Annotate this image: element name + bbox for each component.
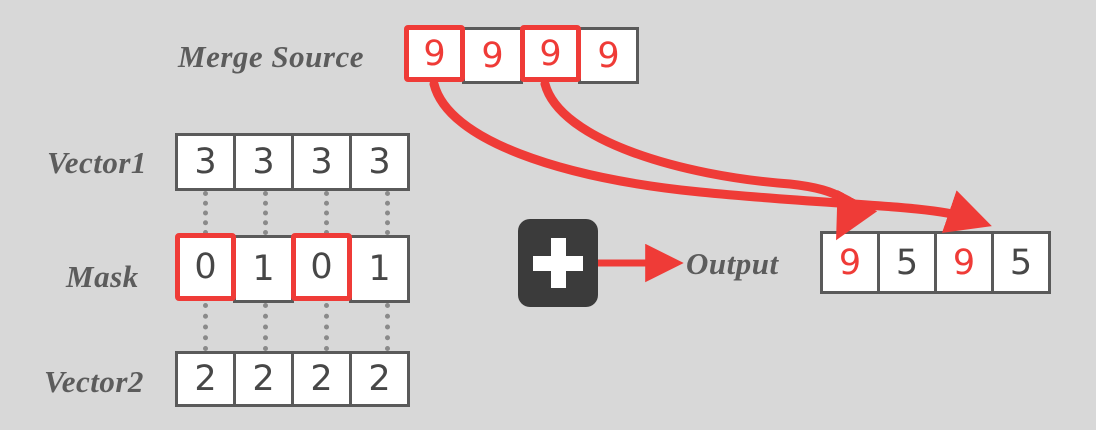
merge-source-label: Merge Source	[178, 39, 364, 74]
cell-value: 9	[952, 242, 976, 283]
mask-row: 0 1 0 1	[175, 233, 410, 303]
cell-value: 9	[597, 35, 620, 76]
vector2-cell[interactable]: 2	[175, 351, 236, 407]
vector2-cell[interactable]: 2	[233, 351, 294, 407]
vector1-cell[interactable]: 3	[349, 133, 410, 191]
cell-value: 5	[895, 242, 919, 283]
cell-value: 2	[194, 359, 217, 399]
vector1-label: Vector1	[47, 145, 147, 180]
cell-value: 9	[838, 242, 862, 283]
dotted-connector	[385, 191, 390, 235]
mask-cell[interactable]: 1	[233, 235, 294, 303]
output-label: Output	[686, 246, 779, 281]
cell-value: 0	[310, 247, 333, 287]
cell-value: 1	[368, 249, 391, 289]
plus-vertical-bar	[550, 238, 566, 288]
cell-value: 3	[194, 142, 217, 182]
vector1-row: 3 3 3 3	[175, 133, 410, 191]
cell-value: 3	[368, 142, 391, 182]
dotted-connector	[263, 303, 268, 351]
vector2-cell[interactable]: 2	[291, 351, 352, 407]
mask-label: Mask	[66, 259, 139, 294]
dotted-connector	[324, 303, 329, 351]
vector2-row: 2 2 2 2	[175, 351, 410, 407]
merge-curve-right	[540, 79, 878, 241]
cell-value: 3	[252, 142, 275, 182]
dotted-connector	[385, 303, 390, 351]
mask-cell[interactable]: 0	[291, 233, 352, 301]
merge-source-row: 9 9 9 9	[404, 25, 639, 84]
mask-cell[interactable]: 0	[175, 233, 236, 301]
merge-curve-left	[429, 79, 992, 233]
dotted-connector	[203, 191, 208, 235]
output-cell[interactable]: 9	[934, 231, 994, 294]
cell-value: 5	[1009, 242, 1033, 283]
cell-value: 9	[481, 35, 504, 76]
merge-source-cell[interactable]: 9	[578, 27, 639, 84]
cell-value: 0	[194, 247, 217, 287]
dotted-connector	[324, 191, 329, 235]
cell-value: 9	[423, 33, 446, 74]
mask-cell[interactable]: 1	[349, 235, 410, 303]
cell-value: 2	[252, 359, 275, 399]
cell-value: 2	[368, 359, 391, 399]
output-row: 9 5 9 5	[820, 231, 1051, 294]
dotted-connector	[263, 191, 268, 235]
vector1-cell[interactable]: 3	[233, 133, 294, 191]
output-cell[interactable]: 9	[820, 231, 880, 294]
vector2-cell[interactable]: 2	[349, 351, 410, 407]
vector1-cell[interactable]: 3	[175, 133, 236, 191]
cell-value: 3	[310, 142, 333, 182]
cell-value: 1	[252, 249, 275, 289]
merge-source-cell[interactable]: 9	[404, 25, 465, 82]
plus-icon	[518, 219, 598, 307]
merge-source-cell[interactable]: 9	[520, 25, 581, 82]
cell-value: 2	[310, 359, 333, 399]
output-cell[interactable]: 5	[991, 231, 1051, 294]
vector1-cell[interactable]: 3	[291, 133, 352, 191]
cell-value: 9	[539, 33, 562, 74]
dotted-connector	[203, 303, 208, 351]
vector2-label: Vector2	[44, 364, 144, 399]
output-cell[interactable]: 5	[877, 231, 937, 294]
merge-source-cell[interactable]: 9	[462, 27, 523, 84]
